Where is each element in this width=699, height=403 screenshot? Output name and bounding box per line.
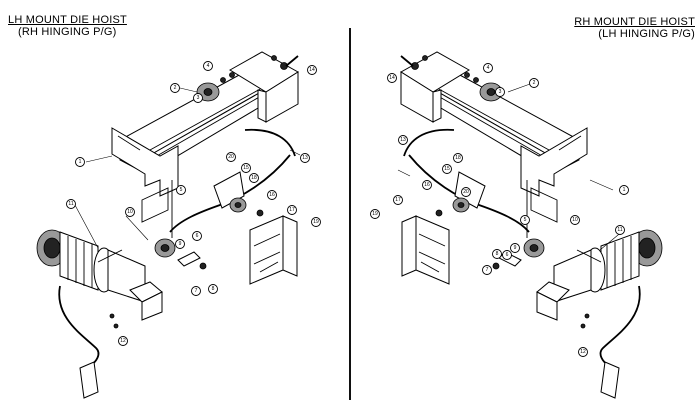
left-callout-11: 11 <box>68 201 73 207</box>
right-assembly: 1 2 3 4 5 6 7 8 9 10 11 12 13 14 15 16 1… <box>370 51 663 399</box>
right-callout-12: 12 <box>580 349 586 355</box>
right-callout-6: 6 <box>506 252 509 258</box>
left-callout-16: 16 <box>269 192 275 198</box>
view-divider <box>349 28 351 400</box>
left-callout-17: 17 <box>289 207 295 213</box>
left-callout-10: 10 <box>127 209 133 215</box>
left-callout-3: 3 <box>197 95 200 101</box>
right-callout-2: 2 <box>533 80 536 86</box>
left-callout-15: 15 <box>243 165 249 171</box>
right-callout-15: 15 <box>444 166 450 172</box>
left-callout-1: 1 <box>79 159 82 165</box>
left-callout-6: 6 <box>196 233 199 239</box>
left-callout-13: 13 <box>302 155 308 161</box>
right-callout-10: 10 <box>572 217 578 223</box>
left-callout-8: 8 <box>212 286 215 292</box>
right-callout-7: 7 <box>486 267 489 273</box>
right-callout-4: 4 <box>487 65 490 71</box>
right-callout-18: 18 <box>455 155 461 161</box>
right-callout-20: 20 <box>463 189 469 195</box>
left-callout-19: 19 <box>313 219 319 225</box>
right-callout-14: 14 <box>389 75 395 81</box>
left-callout-9: 9 <box>179 241 182 247</box>
right-callout-16: 16 <box>424 182 430 188</box>
left-view-title-block: LH MOUNT DIE HOIST (RH HINGING P/G) <box>8 14 127 38</box>
left-callout-18: 18 <box>251 175 257 181</box>
left-callout-5: 5 <box>180 187 183 193</box>
right-callout-9: 9 <box>514 245 517 251</box>
right-callout-17: 17 <box>395 197 401 203</box>
left-callout-7: 7 <box>195 288 198 294</box>
left-callout-20: 20 <box>228 154 234 160</box>
right-callout-19: 19 <box>372 211 378 217</box>
right-callout-8: 8 <box>496 251 499 257</box>
right-callout-1: 1 <box>623 187 626 193</box>
left-callout-bubbles: 1 2 3 4 5 6 7 8 9 10 11 12 13 14 15 16 1… <box>66 61 321 346</box>
right-callout-13: 13 <box>400 137 406 143</box>
left-callout-12: 12 <box>120 338 126 344</box>
right-callout-bubbles: 1 2 3 4 5 6 7 8 9 10 11 12 13 14 15 16 1… <box>370 63 629 357</box>
left-view-title: LH MOUNT DIE HOIST <box>8 14 127 26</box>
left-assembly: 1 2 3 4 5 6 7 8 9 10 11 12 13 14 15 16 1… <box>36 51 321 399</box>
right-view-title: RH MOUNT DIE HOIST <box>574 16 695 28</box>
right-callout-5: 5 <box>524 217 527 223</box>
right-view-title-block: RH MOUNT DIE HOIST (LH HINGING P/G) <box>561 16 695 40</box>
left-callout-2: 2 <box>174 85 177 91</box>
right-callout-3: 3 <box>499 89 502 95</box>
left-callout-4: 4 <box>207 63 210 69</box>
right-callout-11: 11 <box>617 227 622 233</box>
right-view-subtitle: (LH HINGING P/G) <box>598 28 695 40</box>
left-callout-14: 14 <box>309 67 315 73</box>
left-view-subtitle: (RH HINGING P/G) <box>18 26 117 38</box>
